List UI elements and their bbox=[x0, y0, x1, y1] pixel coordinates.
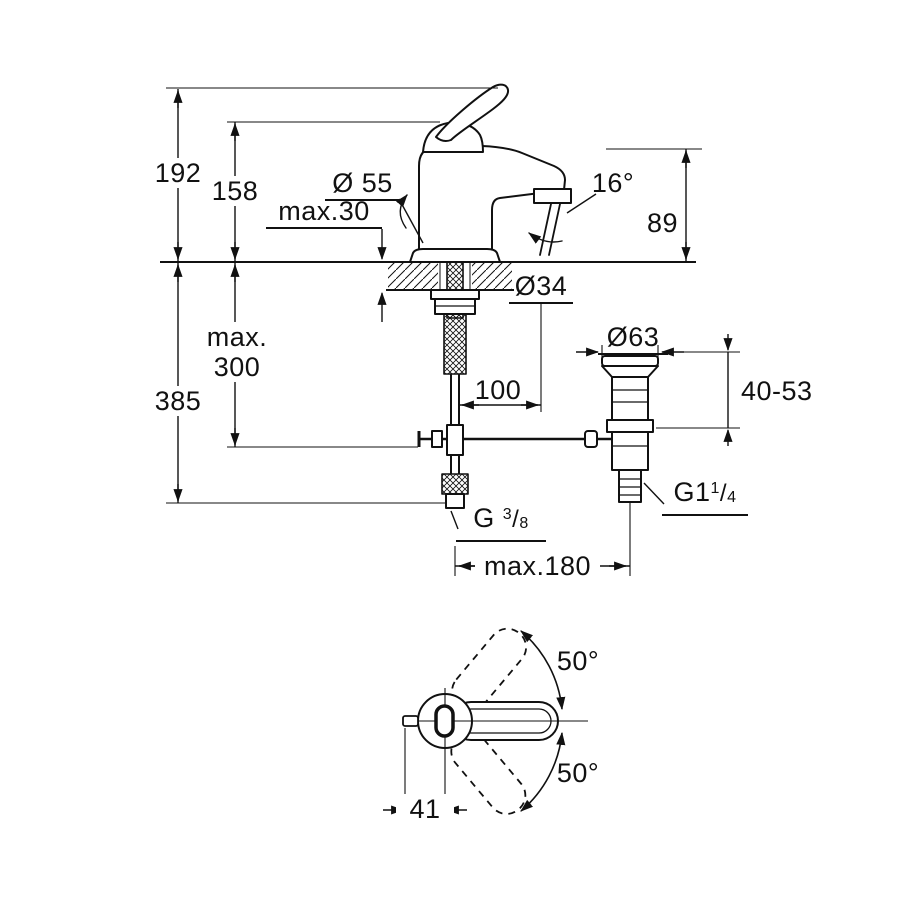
lever-handle bbox=[435, 83, 510, 142]
drain-body-lines bbox=[612, 389, 648, 447]
label-hole-diameter: Ø34 bbox=[509, 271, 573, 304]
leader-base-diameter bbox=[398, 198, 424, 244]
dim-outlet-height-89 bbox=[606, 148, 702, 262]
label-hose-thread: G 3/8 bbox=[456, 500, 546, 542]
deck-hole-edges bbox=[439, 263, 471, 290]
flex-hose-upper bbox=[443, 313, 467, 375]
label-overall-height: 192 bbox=[146, 158, 210, 188]
label-swivel-upper: 50° bbox=[556, 646, 600, 676]
label-handle-offset: 41 bbox=[396, 794, 454, 824]
dim-popup-range-40-53 bbox=[656, 334, 740, 446]
drain-thread-slash: / bbox=[719, 480, 728, 507]
faucet-top-view bbox=[383, 627, 588, 818]
label-hose-max-length: max. 300 bbox=[195, 322, 279, 382]
leader-hose-thread bbox=[450, 510, 459, 530]
leader-drain-thread bbox=[643, 482, 665, 505]
label-drain-thread: G11/4 bbox=[662, 474, 748, 516]
tailpiece-threads bbox=[619, 478, 641, 496]
dimension-lines bbox=[166, 87, 740, 576]
label-base-diameter: Ø 55 bbox=[325, 168, 400, 201]
label-deck-thickness: max.30 bbox=[266, 196, 382, 229]
deck-hatch-left bbox=[388, 263, 438, 290]
rod-ball-knob bbox=[584, 430, 598, 448]
label-max-width: max.180 bbox=[475, 551, 600, 581]
hose-thread-base: G bbox=[473, 503, 495, 533]
base-plate bbox=[409, 248, 501, 263]
lever-top-view bbox=[434, 704, 455, 738]
drain-flange-taper bbox=[601, 365, 659, 378]
hose-thread-slash: / bbox=[512, 506, 520, 533]
washer bbox=[430, 289, 480, 300]
label-spout-reach: 100 bbox=[474, 375, 522, 405]
hose-thread-numerator: 3 bbox=[502, 506, 513, 523]
drain-flange bbox=[601, 355, 659, 367]
label-hose-max-value: 300 bbox=[213, 352, 261, 382]
drain-thread-numerator: 1 bbox=[710, 480, 720, 497]
label-popup-adjust-range: 40-53 bbox=[741, 376, 813, 406]
lever-lift-arrow bbox=[395, 194, 408, 229]
drain-tailpiece bbox=[618, 469, 642, 503]
drain-ring bbox=[606, 419, 654, 433]
label-total-depth: 385 bbox=[146, 386, 210, 416]
deck-hatch-right bbox=[472, 263, 512, 290]
swivel-arc-upper bbox=[520, 630, 566, 711]
hose-tube bbox=[450, 374, 460, 425]
rod-stub-top-view bbox=[402, 715, 419, 727]
dim-reach-100 bbox=[459, 302, 542, 412]
rod-clamp bbox=[446, 424, 464, 456]
rod-knob bbox=[431, 430, 443, 448]
aerator bbox=[533, 188, 572, 204]
hose-thread-denominator: 8 bbox=[519, 515, 529, 532]
hose-lower bbox=[450, 455, 460, 474]
popup-drain-assembly bbox=[584, 355, 659, 503]
label-height-to-handle: 158 bbox=[203, 176, 267, 206]
label-outlet-height: 89 bbox=[646, 208, 678, 238]
label-popup-flange-diameter: Ø63 bbox=[598, 322, 668, 355]
leader-spray-angle bbox=[566, 193, 597, 214]
stream-angle-arc bbox=[528, 232, 563, 244]
dim-depth-385 bbox=[166, 263, 446, 504]
label-hose-max-word: max. bbox=[206, 322, 268, 352]
swivel-arc-lower bbox=[520, 731, 566, 812]
faucet-side-view bbox=[395, 83, 572, 263]
label-swivel-lower: 50° bbox=[556, 758, 600, 788]
under-deck-assembly bbox=[417, 261, 586, 509]
drain-thread-base: G1 bbox=[673, 477, 711, 507]
mounting-deck bbox=[160, 261, 696, 291]
drain-thread-denominator: 4 bbox=[727, 489, 737, 506]
water-stream bbox=[539, 203, 561, 256]
hose-connector-lower bbox=[445, 493, 465, 509]
label-spray-angle: 16° bbox=[591, 168, 635, 198]
hose-connector-upper bbox=[441, 473, 469, 495]
